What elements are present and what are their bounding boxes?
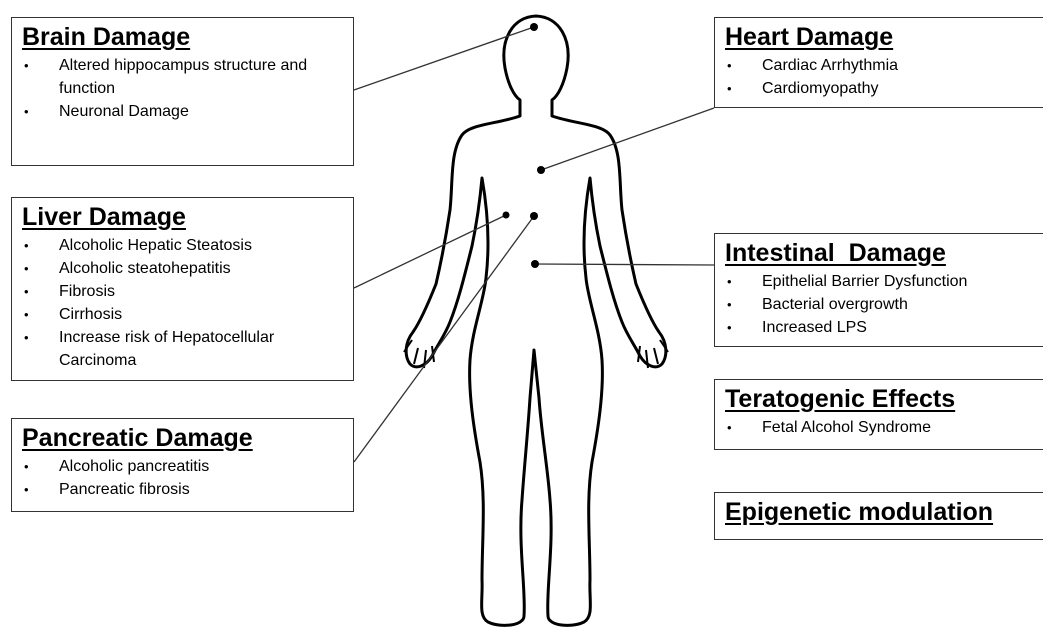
teratogenic-effects-list: Fetal Alcohol Syndrome <box>725 416 1043 439</box>
heart-damage-title: Heart Damage <box>725 22 1043 52</box>
human-body-outline-icon <box>406 16 666 625</box>
list-item: Alcoholic pancreatitis <box>22 455 345 478</box>
brain-damage-box: Brain Damage Altered hippocampus structu… <box>11 17 354 166</box>
list-item: Alcoholic steatohepatitis <box>22 257 345 280</box>
marker-intestine <box>531 260 539 268</box>
pancreatic-damage-title: Pancreatic Damage <box>22 423 345 453</box>
list-item: Neuronal Damage <box>22 100 345 123</box>
marker-pancreas <box>530 212 538 220</box>
list-item: Pancreatic fibrosis <box>22 478 345 501</box>
heart-damage-list: Cardiac Arrhythmia Cardiomyopathy <box>725 54 1043 100</box>
list-item: Bacterial overgrowth <box>725 293 1043 316</box>
pancreatic-damage-list: Alcoholic pancreatitis Pancreatic fibros… <box>22 455 345 501</box>
heart-damage-box: Heart Damage Cardiac Arrhythmia Cardiomy… <box>714 17 1043 108</box>
list-item: Cardiac Arrhythmia <box>725 54 1043 77</box>
list-item: Increased LPS <box>725 316 1043 339</box>
brain-damage-list: Altered hippocampus structure and functi… <box>22 54 345 123</box>
pancreatic-damage-box: Pancreatic Damage Alcoholic pancreatitis… <box>11 418 354 512</box>
marker-heart <box>537 166 545 174</box>
liver-damage-box: Liver Damage Alcoholic Hepatic Steatosis… <box>11 197 354 381</box>
intestinal-damage-list: Epithelial Barrier Dysfunction Bacterial… <box>725 270 1043 339</box>
teratogenic-effects-box: Teratogenic Effects Fetal Alcohol Syndro… <box>714 379 1043 450</box>
list-item: Altered hippocampus structure and functi… <box>22 54 345 100</box>
list-item: Fibrosis <box>22 280 345 303</box>
epigenetic-modulation-title: Epigenetic modulation <box>725 497 1043 527</box>
list-item: Cardiomyopathy <box>725 77 1043 100</box>
intestinal-damage-box: Intestinal Damage Epithelial Barrier Dys… <box>714 233 1043 347</box>
list-item: Cirrhosis <box>22 303 345 326</box>
marker-brain <box>530 23 538 31</box>
epigenetic-modulation-box: Epigenetic modulation <box>714 492 1043 540</box>
marker-liver <box>503 212 510 219</box>
brain-damage-title: Brain Damage <box>22 22 345 52</box>
list-item: Fetal Alcohol Syndrome <box>725 416 1043 439</box>
connector-liver <box>354 215 506 288</box>
connector-heart <box>541 108 714 170</box>
list-item: Alcoholic Hepatic Steatosis <box>22 234 345 257</box>
intestinal-damage-title: Intestinal Damage <box>725 238 1043 268</box>
liver-damage-list: Alcoholic Hepatic Steatosis Alcoholic st… <box>22 234 345 372</box>
connector-intestine <box>535 264 714 265</box>
liver-damage-title: Liver Damage <box>22 202 345 232</box>
list-item: Epithelial Barrier Dysfunction <box>725 270 1043 293</box>
teratogenic-effects-title: Teratogenic Effects <box>725 384 1043 414</box>
list-item: Increase risk of Hepatocellular Carcinom… <box>22 326 345 372</box>
